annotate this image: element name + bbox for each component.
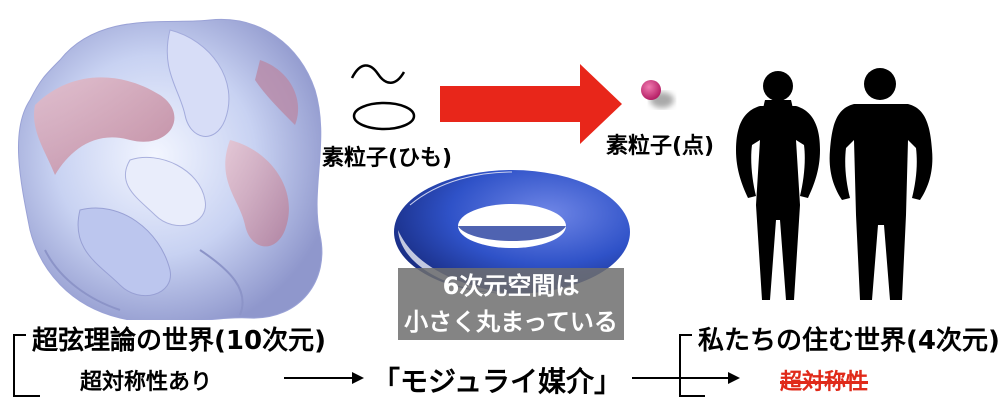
torus-caption-line2: 小さく丸まっている (404, 308, 618, 336)
point-particle-label: 素粒子(点) (606, 134, 715, 159)
point-particle-icon (641, 80, 661, 100)
closed-string-icon (352, 101, 416, 131)
string-particle-label: 素粒子(ひも) (322, 146, 453, 171)
torus-image (394, 170, 630, 294)
human-silhouettes-image (736, 68, 933, 300)
left-connector-arrow (284, 372, 364, 384)
moduli-mediation-label: 「モジュライ媒介」 (372, 365, 623, 398)
calabi-yau-manifold-image (17, 18, 323, 324)
supersymmetry-broken-label: 超対称性 (780, 370, 869, 395)
string-theory-world-title: 超弦理論の世界(10次元) (26, 320, 332, 357)
right-connector-arrow (632, 372, 740, 384)
torus-caption-line1: 6次元空間は (442, 272, 580, 300)
our-world-title: 私たちの住む世界(4次元) (692, 320, 1000, 357)
torus-caption: 6次元空間は 小さく丸まっている (398, 268, 624, 340)
open-string-icon (350, 64, 406, 84)
supersymmetry-present-label: 超対称性あり (80, 370, 213, 395)
transition-arrow (440, 64, 622, 144)
